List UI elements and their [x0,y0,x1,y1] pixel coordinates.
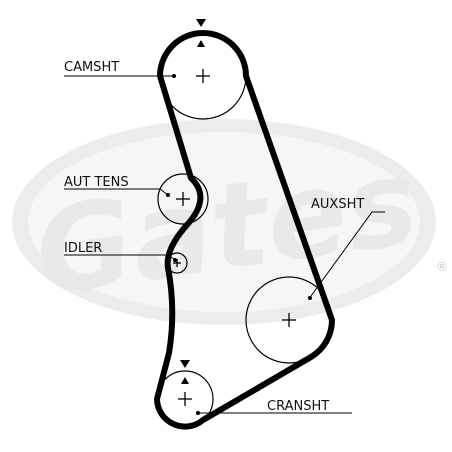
idler-label: IDLER [64,241,102,256]
idler-center-plus-icon [173,259,181,267]
aux-shaft-leader-dot [308,296,312,300]
camshaft-leader-dot [172,74,176,78]
camshaft-label: CAMSHT [64,60,119,75]
watermark-registered-mark: ® [436,260,448,274]
crankshaft-timing-mark-icon [180,360,190,384]
auto-tensioner-label: AUT TENS [64,175,129,190]
timing-belt [154,30,336,430]
crankshaft-center-plus-icon [178,392,192,406]
auto-tensioner-leader-dot [166,193,170,197]
crankshaft-leader-dot [196,411,200,415]
auto-tensioner-leader-line [64,188,169,196]
aux-shaft-label: AUXSHT [311,197,364,212]
camshaft-timing-mark-icon [196,19,206,47]
auto-tensioner-center-plus-icon [176,192,190,206]
camshaft-center-plus-icon [196,69,210,83]
auto-tensioner-pulley [157,173,209,225]
gates-watermark: Gates ® [12,119,448,325]
idler-leader-dot [173,258,177,262]
aux-shaft-center-plus-icon [282,313,296,327]
idler-leader-line [64,254,176,261]
crankshaft-label: CRANSHT [267,399,329,414]
aux-shaft-leader-line [310,211,385,297]
watermark-oval-inner [28,132,420,312]
